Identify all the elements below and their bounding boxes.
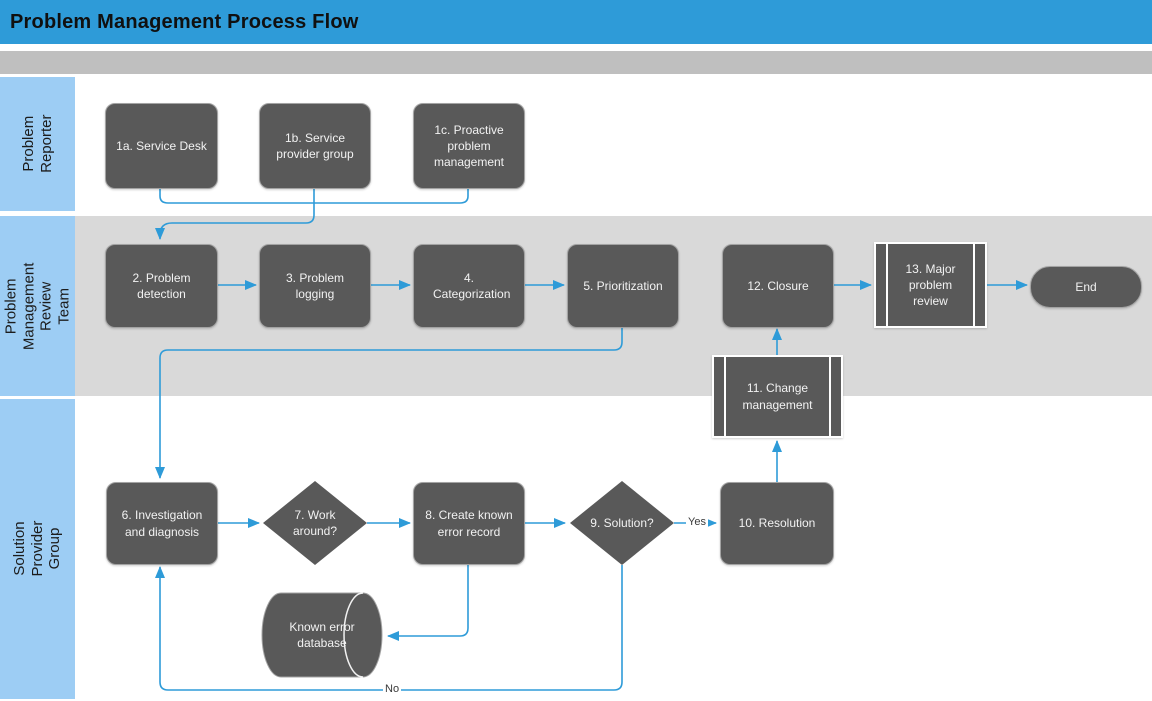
node-1b-service-provider-group: 1b. Service provider group xyxy=(259,103,371,189)
node-1a-service-desk: 1a. Service Desk xyxy=(105,103,218,189)
node-5-prioritization: 5. Prioritization xyxy=(567,244,679,328)
edge-9-to-6-no xyxy=(155,565,623,691)
node-2-problem-detection: 2. Problem detection xyxy=(105,244,218,328)
edge-label-yes: Yes xyxy=(686,516,708,529)
node-label: End xyxy=(1075,279,1097,294)
lane-label-text: Problem Reporter xyxy=(19,114,55,174)
decision-9-solution: 9. Solution? xyxy=(570,481,674,565)
node-label: 11. Change management xyxy=(742,381,813,412)
node-10-resolution: 10. Resolution xyxy=(720,482,834,565)
node-label: 1c. Proactive problem management xyxy=(433,122,505,170)
node-label: 12. Closure xyxy=(747,278,809,293)
database-known-error-label: Known error database xyxy=(289,619,355,650)
node-11-change-management: 11. Change management xyxy=(712,355,843,438)
node-label: 2. Problem detection xyxy=(132,270,191,301)
node-label: 3. Problem logging xyxy=(285,270,345,301)
page-title: Problem Management Process Flow xyxy=(10,10,359,33)
edge-8-to-database xyxy=(387,563,469,641)
node-label: 7. Work around? xyxy=(292,507,338,538)
node-label: 6. Investigation and diagnosis xyxy=(121,508,203,539)
edge-1a-1c-merge xyxy=(159,187,469,204)
node-label: 5. Prioritization xyxy=(583,278,663,293)
decision-7-work-around: 7. Work around? xyxy=(263,481,367,565)
node-3-problem-logging: 3. Problem logging xyxy=(259,244,371,328)
node-label: 10. Resolution xyxy=(738,516,816,531)
node-label: 13. Major problem review xyxy=(905,261,956,309)
node-6-investigation-and-diagnosis: 6. Investigation and diagnosis xyxy=(106,482,218,565)
node-4-categorization: 4. Categorization xyxy=(413,244,525,328)
lane-label-solution-provider-group: Solution Provider Group xyxy=(0,399,75,699)
lane-label-text: Problem Management Review Team xyxy=(2,262,73,350)
node-13-major-problem-review: 13. Major problem review xyxy=(874,242,987,328)
node-label: 9. Solution? xyxy=(590,515,654,530)
lane-label-problem-reporter: Problem Reporter xyxy=(0,77,75,211)
node-label: 1a. Service Desk xyxy=(116,138,207,153)
node-1c-proactive-problem-management: 1c. Proactive problem management xyxy=(413,103,525,189)
node-label: 1b. Service provider group xyxy=(276,130,354,161)
lane-label-text: Solution Provider Group xyxy=(10,521,64,577)
node-12-closure: 12. Closure xyxy=(722,244,834,328)
node-label: 4. Categorization xyxy=(433,270,511,301)
lane-label-problem-management-review-team: Problem Management Review Team xyxy=(0,216,75,396)
node-label: 8. Create known error record xyxy=(425,508,513,539)
node-8-create-known-error-record: 8. Create known error record xyxy=(413,482,525,565)
top-gray-band xyxy=(0,51,1152,74)
edge-label-no: No xyxy=(383,683,402,696)
title-bar: Problem Management Process Flow xyxy=(0,0,1152,44)
terminator-end: End xyxy=(1030,266,1142,308)
